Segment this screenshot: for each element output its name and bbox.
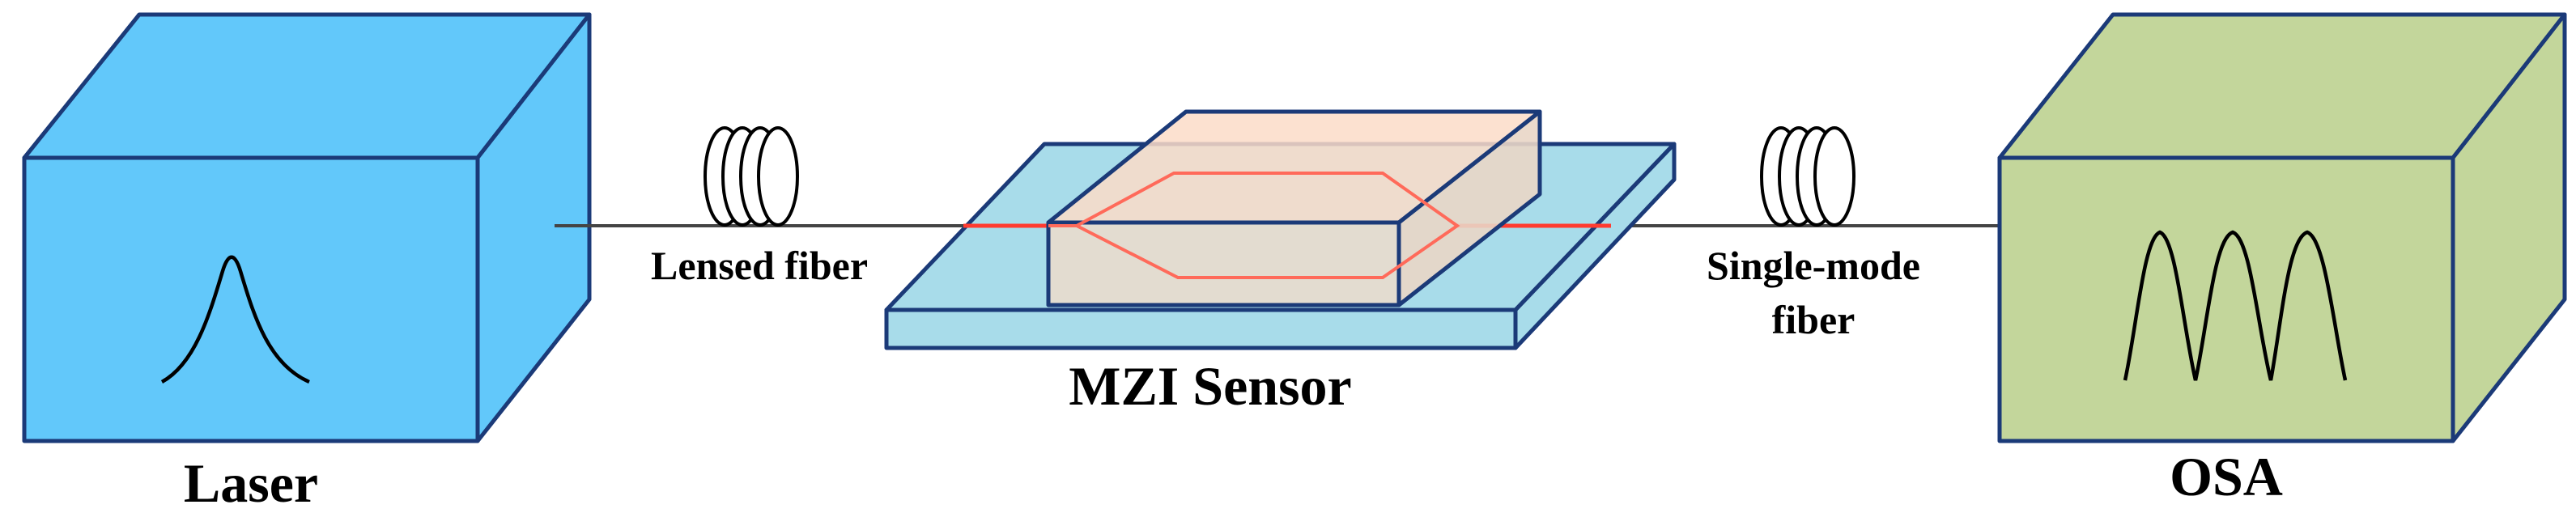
laser-box	[22, 12, 592, 443]
single-mode-fiber-label-line2: fiber	[1772, 297, 1855, 342]
mzi-waveguide-arms	[1048, 172, 1460, 279]
osa-label: OSA	[2170, 446, 2283, 507]
spectrum-peaks-icon	[2123, 230, 2348, 381]
lensed-fiber-coil-icon	[704, 126, 799, 227]
mzi-sensor-label: MZI Sensor	[1069, 355, 1351, 417]
mzi-chip	[884, 109, 1677, 350]
lensed-fiber-label: Lensed fiber	[651, 243, 868, 288]
gaussian-pulse-icon	[160, 255, 310, 384]
single-mode-fiber-label-line1: Single-mode	[1707, 243, 1920, 288]
osa-box	[1997, 12, 2567, 443]
substrate-front	[884, 307, 1518, 350]
single-mode-fiber-coil-icon	[1760, 126, 1855, 227]
cladding-front	[1046, 220, 1401, 307]
laser-label: Laser	[184, 452, 318, 514]
osa-box-front	[1997, 155, 2455, 443]
